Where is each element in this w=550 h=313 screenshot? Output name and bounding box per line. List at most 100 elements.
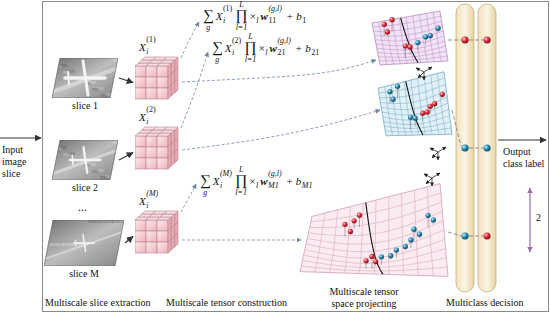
math-below: l=1: [235, 189, 247, 197]
surface-grid: [379, 56, 447, 61]
cube-cell: [157, 133, 171, 136]
sample-point: [403, 244, 408, 249]
decision-boundary: [401, 18, 419, 63]
cube-cell: [135, 231, 146, 242]
axis-arrow: [438, 152, 439, 160]
math-sub: i: [146, 118, 148, 126]
slice-image: [52, 140, 118, 180]
plane-tail: [68, 72, 69, 84]
sample-point: [388, 253, 393, 258]
sample-point: [431, 217, 436, 222]
slice-texture: [92, 170, 99, 173]
sample-point: [415, 40, 420, 45]
surface-grid: [384, 115, 450, 124]
surface-patch: [300, 184, 448, 277]
math-below: l=1: [236, 24, 248, 32]
plane-tail: [75, 240, 77, 246]
surface-grid: [383, 109, 449, 120]
ellipsis: ...: [78, 200, 87, 214]
cube-cell: [157, 66, 168, 77]
axis-arrow: [418, 72, 424, 78]
math-op: ∑: [200, 173, 211, 188]
axis-arrow: [424, 72, 425, 80]
math-sub: l: [256, 182, 258, 190]
cube-cell: [168, 155, 171, 169]
sample-point: [364, 258, 369, 263]
sample-point: [440, 92, 445, 97]
image-slice: slice 1: [52, 58, 118, 112]
sample-point: [373, 259, 378, 264]
sample-point: [342, 222, 347, 227]
cube-cell: [164, 211, 178, 214]
cube-cell: [175, 79, 178, 93]
slice-texture: [44, 220, 51, 223]
flow-arrow: [125, 237, 133, 244]
cube-cell: [135, 158, 146, 169]
projection-arrow: [182, 240, 301, 241]
cube-cell: [160, 60, 174, 63]
cube-cell: [157, 77, 168, 88]
sample-point: [379, 254, 384, 259]
math-sup: (2): [146, 106, 155, 114]
class-point: [461, 232, 468, 239]
cube-cell: [135, 66, 146, 77]
slice-outline: [52, 58, 118, 98]
sample-point: [357, 213, 362, 218]
input-label: Input image slice: [2, 144, 42, 180]
stage-caption: Multiscale slice extraction: [45, 297, 151, 309]
sample-point: [423, 34, 428, 39]
cube-cell: [146, 158, 157, 169]
math-sup: (1): [223, 5, 232, 13]
cube-cell: [135, 242, 146, 253]
cube-cell: [146, 147, 157, 158]
cube-cell: [168, 85, 171, 99]
math-base: + b: [286, 176, 302, 187]
math-base: X: [139, 112, 146, 123]
math-sub: 21: [311, 49, 319, 57]
slice-ground: [52, 140, 118, 180]
math-bold: w: [270, 43, 277, 54]
surface-grid: [382, 103, 448, 115]
decision-link: [452, 110, 461, 146]
math-op: ∏: [244, 40, 256, 55]
axis-arrow: [416, 68, 424, 72]
tensor-label: Xi (2): [139, 106, 157, 126]
cube-cell: [157, 242, 168, 253]
math-sub: l: [265, 49, 267, 57]
cube-cell: [157, 220, 168, 231]
surface-grid: [385, 87, 393, 136]
math-sup: (M): [220, 170, 232, 178]
dimension-label: 2: [536, 212, 541, 224]
math-sup: (g,l): [268, 5, 282, 13]
formula: ∑gXi(M)∏l=1L×lwM1(g,l)+ bM1: [200, 166, 314, 197]
cube-cell: [135, 77, 146, 88]
axis-arrow: [424, 67, 432, 72]
surface-grid: [376, 36, 444, 46]
math-below: l=1: [245, 56, 257, 64]
tensor-label: Xi(M): [139, 190, 160, 210]
surface-grid: [301, 266, 447, 271]
surface-patch: [378, 72, 452, 136]
math-sup: (g,l): [277, 37, 291, 45]
surface-patch: [372, 11, 448, 65]
projection-arrow: [182, 60, 376, 82]
slice-caption: slice 1: [52, 100, 118, 112]
slice-outline: [44, 220, 124, 266]
sample-point: [395, 84, 400, 89]
projection-arrow: [181, 22, 199, 58]
math-sub: l: [256, 17, 258, 25]
cube-cell: [146, 220, 157, 231]
stage-caption: Multiclass decision: [446, 297, 524, 309]
cube-cell: [135, 136, 146, 147]
cube-cell: [171, 236, 174, 250]
surface-grid: [330, 210, 338, 273]
slice-texture: [106, 220, 113, 223]
math-bold: w: [260, 176, 267, 187]
math-bold: w: [261, 11, 268, 22]
plane-tail: [72, 156, 74, 165]
cube-cell: [157, 136, 168, 147]
surface-grid: [377, 41, 445, 50]
sample-point: [351, 218, 356, 223]
sample-point: [387, 89, 392, 94]
math-base: ×: [249, 176, 255, 187]
